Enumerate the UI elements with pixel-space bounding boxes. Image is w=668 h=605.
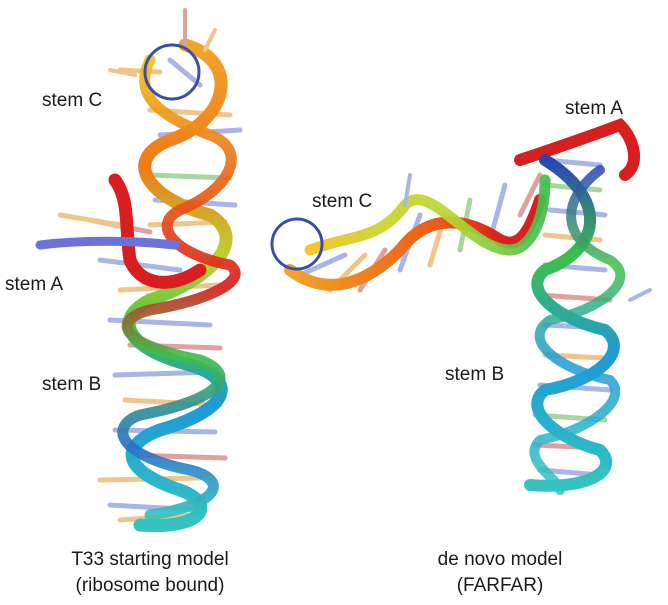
- right-stem-a-label: stem A: [565, 98, 624, 119]
- right-protruding-bases: [403, 173, 652, 302]
- right-caption-line1: de novo model: [437, 549, 563, 570]
- right-caption-line2: (FARFAR): [456, 574, 544, 596]
- left-highlight-circle: [143, 43, 201, 101]
- right-stem-a-ribbon: [514, 118, 641, 181]
- left-stem-a-ribbon: [108, 173, 207, 289]
- left-top-bases: [108, 8, 217, 77]
- left-stem-a-tail: [35, 236, 180, 250]
- right-stem-b-ribbon-2: [529, 165, 626, 495]
- right-stem-c-label: stem C: [312, 191, 373, 212]
- left-caption-line1: T33 starting model: [71, 549, 229, 570]
- right-stem-b-ribbon: [524, 154, 620, 492]
- left-stem-b-label: stem B: [42, 374, 102, 395]
- right-stem-c-ribbon: [284, 194, 546, 291]
- left-rna-model: [35, 8, 243, 533]
- right-stem-c-ribbon-2: [304, 174, 551, 256]
- left-caption: T33 starting model (ribosome bound): [40, 547, 260, 598]
- left-backbone-strand-2: [117, 54, 241, 521]
- left-stem-c-label: stem C: [42, 90, 103, 111]
- right-stem-b-label: stem B: [445, 364, 505, 385]
- right-highlight-circle: [270, 217, 324, 271]
- left-caption-line2: (ribosome bound): [75, 574, 225, 596]
- left-stem-a-label: stem A: [5, 274, 64, 295]
- right-caption: de novo model (FARFAR): [410, 547, 590, 598]
- right-rna-model: [270, 118, 652, 495]
